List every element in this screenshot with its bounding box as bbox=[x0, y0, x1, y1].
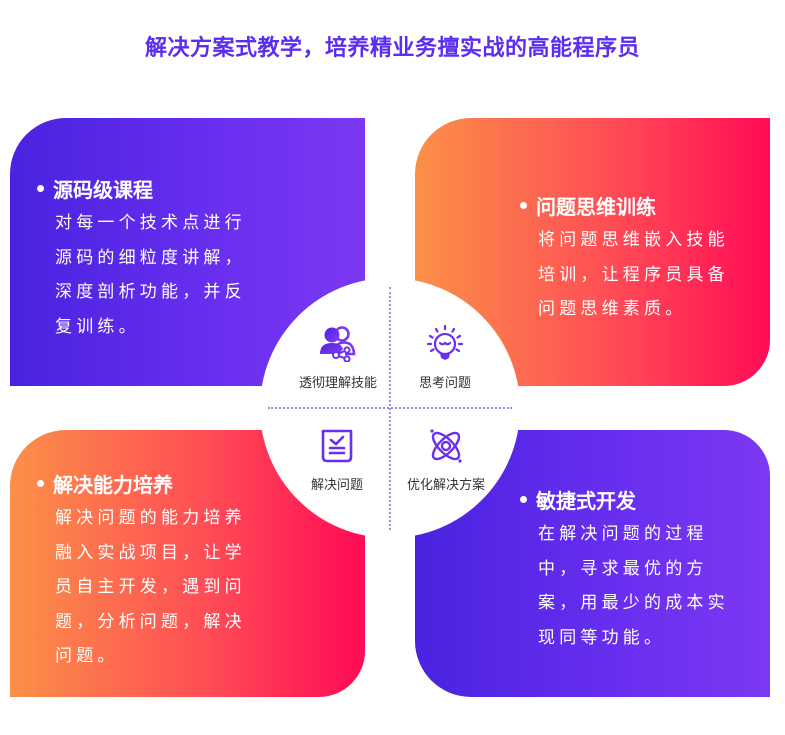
bullet-icon bbox=[520, 201, 527, 209]
quadrant-optimize-solution: 优化解决方案 bbox=[396, 426, 496, 493]
quadrant-label: 透彻理解技能 bbox=[298, 376, 377, 391]
page-headline: 解决方案式教学，培养精业务擅实战的高能程序员 bbox=[144, 36, 640, 61]
quadrant-label: 优化解决方案 bbox=[406, 478, 485, 493]
atom-icon bbox=[426, 426, 466, 466]
card-title: 解决能力培养 bbox=[53, 472, 173, 497]
bullet-icon bbox=[37, 184, 44, 192]
card-title: 源码级课程 bbox=[53, 177, 153, 202]
card-title: 问题思维训练 bbox=[536, 194, 656, 219]
quadrant-label: 解决问题 bbox=[310, 478, 363, 493]
card-title: 敏捷式开发 bbox=[536, 488, 636, 513]
lightbulb-icon bbox=[425, 324, 465, 364]
card-description: 在解决问题的过程中，寻求最优的方案，用最少的成本实现同等功能。 bbox=[538, 524, 729, 648]
quadrant-understand-skills: 透彻理解技能 bbox=[290, 324, 386, 391]
horizontal-divider bbox=[268, 407, 512, 409]
quadrant-think-problem: 思考问题 bbox=[400, 324, 490, 391]
card-description: 将问题思维嵌入技能培训，让程序员具备问题思维素质。 bbox=[538, 230, 729, 319]
card-source-level-course: 源码级课程 对每一个技术点进行源码的细粒度讲解，深度剖析功能，并反复训练。 bbox=[10, 118, 365, 386]
users-share-icon bbox=[318, 324, 358, 364]
quadrant-label: 思考问题 bbox=[418, 376, 471, 391]
card-description: 解决问题的能力培养融入实战项目，让学员自主开发，遇到问题，分析问题，解决问题。 bbox=[55, 508, 246, 666]
quadrant-solve-problem: 解决问题 bbox=[295, 426, 379, 493]
bullet-icon bbox=[520, 495, 527, 503]
card-description: 对每一个技术点进行源码的细粒度讲解，深度剖析功能，并反复训练。 bbox=[55, 213, 246, 337]
bullet-icon bbox=[37, 479, 44, 487]
checklist-icon bbox=[317, 426, 357, 466]
